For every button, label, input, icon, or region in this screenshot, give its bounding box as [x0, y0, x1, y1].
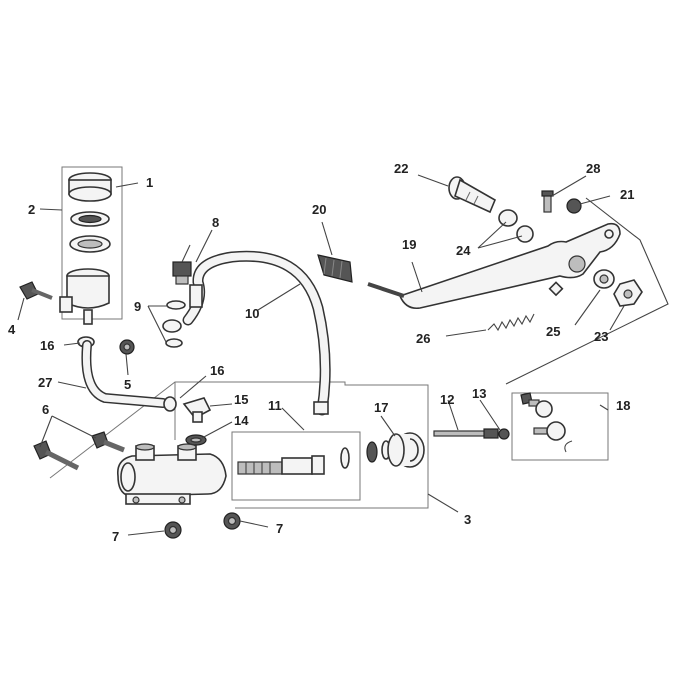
frame-pushrod-group	[511, 392, 609, 461]
pivot-bolt-22	[448, 176, 497, 214]
label-2: 2	[28, 202, 35, 217]
label-25: 25	[546, 324, 560, 339]
label-15: 15	[234, 392, 248, 407]
reservoir-cap	[68, 172, 112, 202]
dust-boot-17	[387, 432, 425, 468]
callout-labels: 1 2 3 4 5 6 7 7 8 9 10 11 12 13 14 15 16…	[8, 161, 634, 544]
label-18: 18	[616, 398, 630, 413]
frame-master-cylinder-group	[49, 381, 429, 509]
clevis-parts-18	[520, 392, 573, 453]
reservoir-body	[59, 268, 110, 325]
frame-piston-kit	[231, 431, 361, 501]
hose-fitting-15	[182, 397, 212, 423]
label-7b: 7	[276, 521, 283, 536]
pushrod-12	[433, 428, 499, 439]
label-5: 5	[124, 377, 131, 392]
label-1: 1	[146, 175, 153, 190]
label-17: 17	[374, 400, 388, 415]
label-12: 12	[440, 392, 454, 407]
label-3: 3	[464, 512, 471, 527]
label-7a: 7	[112, 529, 119, 544]
label-20: 20	[312, 202, 326, 217]
mounting-bolts-6	[33, 431, 125, 471]
reservoir-diaphragm	[70, 211, 110, 227]
reservoir-hose	[81, 340, 168, 408]
label-11: 11	[268, 398, 282, 413]
label-16b: 16	[210, 363, 224, 378]
label-16a: 16	[40, 338, 54, 353]
label-6: 6	[42, 402, 49, 417]
circlip-and-seal	[366, 440, 391, 463]
nut-13	[498, 428, 510, 440]
reservoir-seal	[69, 235, 111, 253]
return-spring-26	[487, 313, 535, 332]
piston-kit-11	[237, 447, 350, 475]
label-8: 8	[212, 215, 219, 230]
pedal-footpeg-20	[317, 254, 353, 283]
oring-14	[185, 434, 207, 446]
nut-21	[566, 198, 582, 214]
label-13: 13	[472, 386, 486, 401]
label-24: 24	[456, 243, 471, 258]
washers-24	[498, 209, 534, 243]
reservoir-bolt	[19, 281, 53, 300]
washer-25	[593, 269, 615, 289]
washers-9	[162, 300, 186, 348]
nuts-7	[164, 512, 241, 539]
nut-23	[613, 279, 643, 307]
hose-clip-lower	[163, 396, 177, 412]
label-9: 9	[134, 299, 141, 314]
nut-5	[119, 339, 135, 355]
master-cylinder-body	[116, 443, 227, 505]
pressure-switch	[172, 244, 192, 285]
label-26: 26	[416, 331, 430, 346]
label-27: 27	[38, 375, 52, 390]
label-21: 21	[620, 187, 634, 202]
label-22: 22	[394, 161, 408, 176]
label-10: 10	[245, 306, 259, 321]
brake-hose	[182, 250, 331, 416]
screw-28	[541, 190, 554, 213]
label-23: 23	[594, 329, 608, 344]
label-4: 4	[8, 322, 16, 337]
label-19: 19	[402, 237, 416, 252]
pedal-arm-19	[367, 222, 621, 310]
label-28: 28	[586, 161, 600, 176]
leader-lines	[17, 174, 669, 536]
label-14: 14	[234, 413, 249, 428]
